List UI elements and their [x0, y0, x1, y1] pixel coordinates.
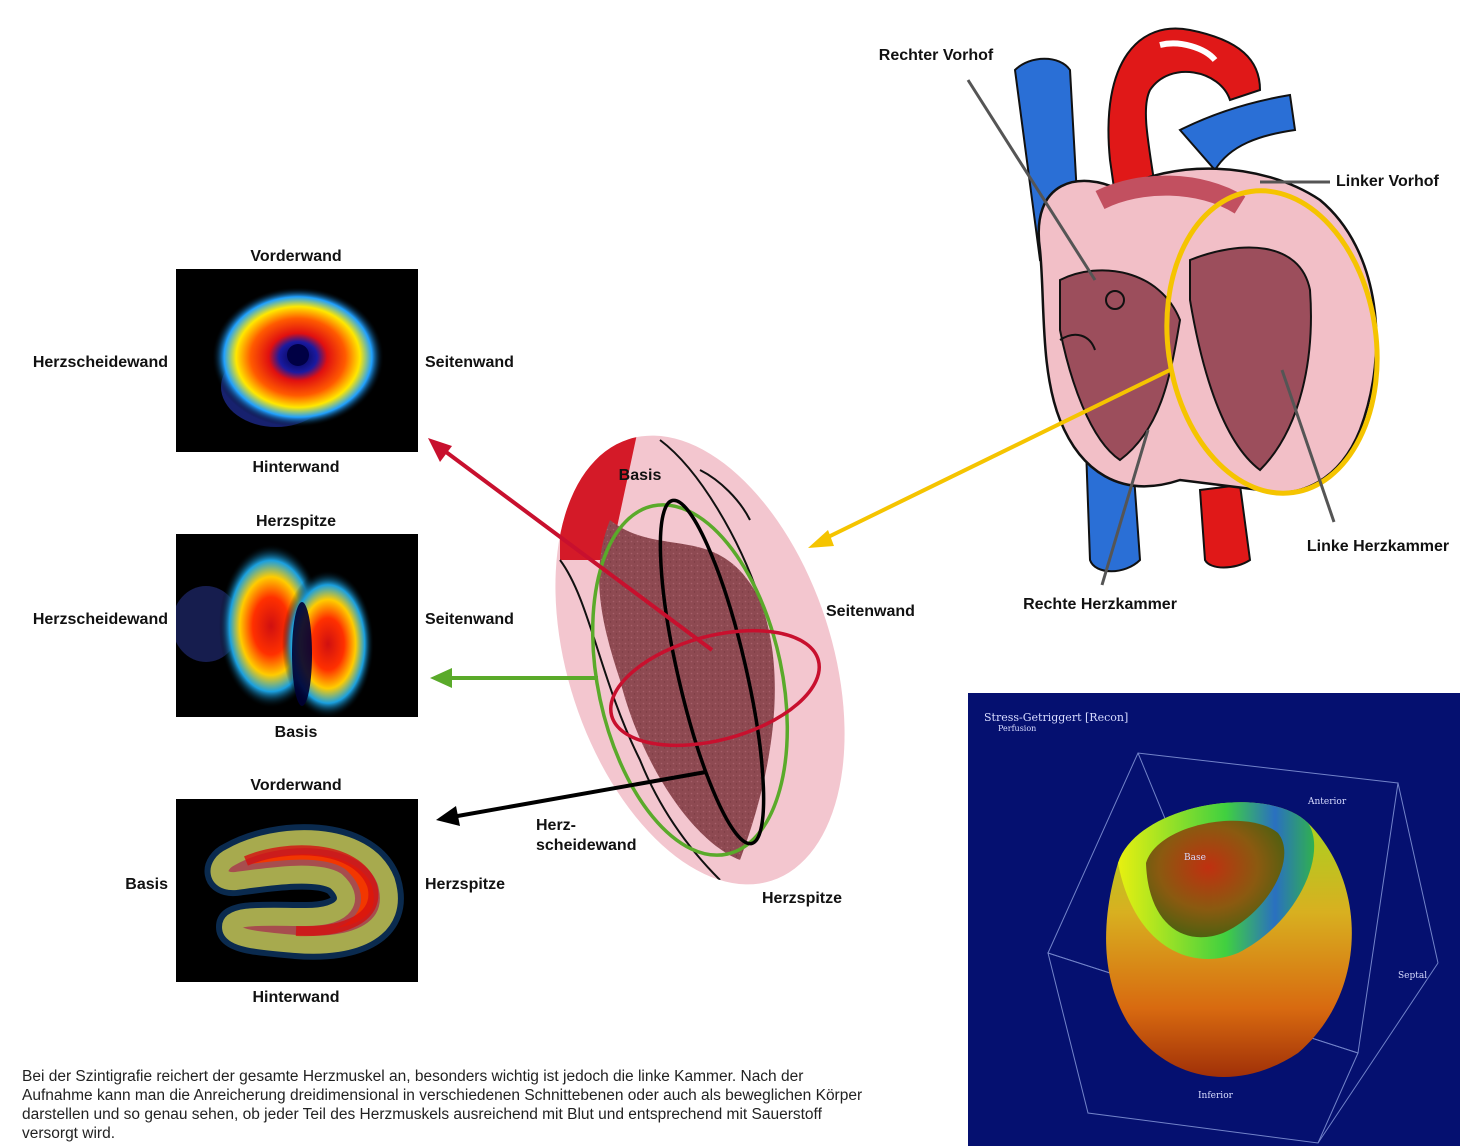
label-rechter-vorhof: Rechter Vorhof [879, 47, 993, 65]
render3d-label-base: Base [1184, 853, 1206, 863]
render3d-subtitle: Perfusion [998, 724, 1036, 733]
scan3-label-bottom: Hinterwand [252, 989, 339, 1007]
perfusion-3d-render: Stress-Getriggert [Recon] Perfusion Ante… [968, 693, 1460, 1146]
render3d-label-inferior: Inferior [1198, 1091, 1233, 1101]
render3d-label-septal: Septal [1398, 971, 1427, 981]
scan-vertical-long-axis [176, 534, 418, 717]
scan2-label-right: Seitenwand [425, 611, 514, 629]
scan-short-axis [176, 269, 418, 452]
pulmonary-artery [1180, 95, 1295, 170]
yellow-arrow-head [808, 530, 834, 548]
scan2-label-top: Herzspitze [256, 513, 336, 531]
render3d-label-anterior: Anterior [1308, 797, 1346, 807]
label-closeup-herzspitze: Herzspitze [762, 890, 842, 908]
label-closeup-herzscheidewand-1: Herz- [536, 817, 576, 835]
label-closeup-basis: Basis [619, 467, 662, 485]
scan1-label-bottom: Hinterwand [252, 459, 339, 477]
label-linke-herzkammer: Linke Herzkammer [1307, 538, 1449, 556]
scan1-label-left: Herzscheidewand [18, 354, 168, 372]
scan-horizontal-long-axis [176, 799, 418, 982]
scan2-label-left: Herzscheidewand [18, 611, 168, 629]
scan3-label-right: Herzspitze [425, 876, 505, 894]
ventricle-closeup [540, 420, 860, 900]
label-closeup-seitenwand: Seitenwand [826, 603, 915, 621]
render3d-title: Stress-Getriggert [Recon] [984, 711, 1128, 724]
label-linker-vorhof: Linker Vorhof [1336, 173, 1439, 191]
label-closeup-herzscheidewand-2: scheidewand [536, 837, 636, 855]
scan1-label-top: Vorderwand [250, 248, 341, 266]
descending-aorta [1200, 485, 1250, 568]
scan1-label-right: Seitenwand [425, 354, 514, 372]
scan3-label-top: Vorderwand [250, 777, 341, 795]
label-rechte-herzkammer: Rechte Herzkammer [1023, 596, 1177, 614]
scan2-label-bottom: Basis [275, 724, 318, 742]
scan3-label-left: Basis [18, 876, 168, 894]
caption-text: Bei der Szintigrafie reichert der gesamt… [22, 1067, 872, 1143]
heart-illustration [968, 29, 1396, 585]
